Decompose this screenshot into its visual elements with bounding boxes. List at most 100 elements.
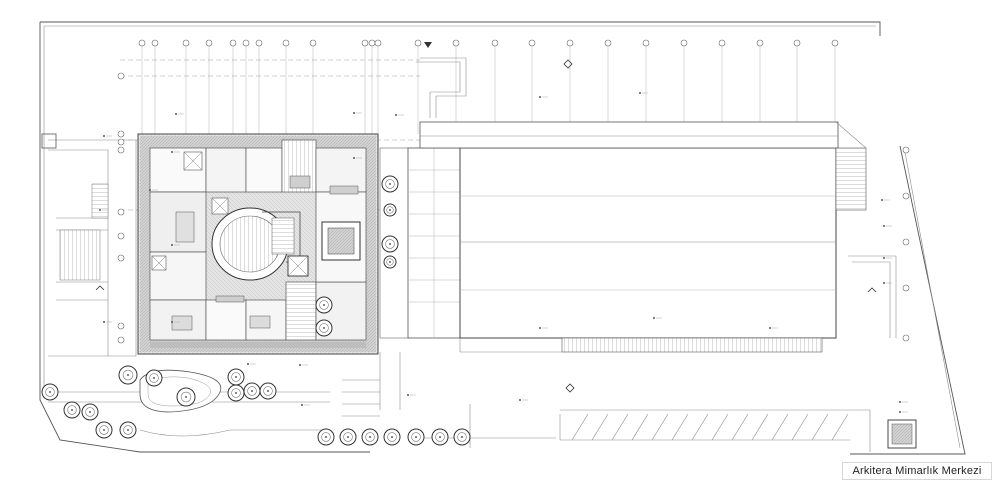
trees [41,175,471,446]
parking-stripe [711,413,729,441]
annotation-dot [883,225,885,227]
annotation-dot [395,114,397,116]
annotation-dot [639,92,641,94]
tree-icon [145,369,163,387]
grid-bubble [309,39,317,47]
grid-bubble [718,39,726,47]
grid-bubble [117,208,125,216]
annotation-dot [175,113,177,115]
grid-bubble [374,39,382,47]
parking-stripe [611,413,629,441]
tree-icon [227,368,245,386]
annotation-marks [99,92,908,413]
grid-bubble [117,232,125,240]
parking-stripe [571,413,589,441]
tree-icon [381,175,399,193]
annotation-dot [171,151,173,153]
tree-icon [81,403,99,421]
tree-icon [383,255,397,269]
annotation-dot [103,135,105,137]
tree-icon [118,365,138,385]
annotation-dot [171,321,173,323]
grid-bubble [368,39,376,47]
tree-icon [63,401,81,419]
grid-markers-left [117,72,910,344]
grid-bubble [902,238,910,246]
parking-stripe [631,413,649,441]
tree-icon [119,421,137,439]
tree-icon [381,235,399,253]
annotation-dot [883,282,885,284]
section-markers [95,42,877,393]
annotation-dot [99,209,101,211]
annotation-dot [299,364,301,366]
left-stairs [41,133,109,281]
grid-bubble [255,39,263,47]
parking-stripe [731,413,749,441]
tree-icon [317,428,335,446]
parking-stripe [591,413,609,441]
grid-bubble [491,39,499,47]
grid-bubble [642,39,650,47]
parking-stripe [651,413,669,441]
parking-stripe [831,413,849,441]
tree-icon [339,428,357,446]
tree-icon [431,428,449,446]
annotation-dot [353,112,355,114]
parking-stripe [751,413,769,441]
grid-bubble [117,254,125,262]
parking-stripe [791,413,809,441]
tree-icon [453,428,471,446]
tree-icon [407,428,425,446]
grid-bubble [831,39,839,47]
grid-bubble [756,39,764,47]
grid-bubble [117,146,125,154]
annotation-dot [899,401,901,403]
grid-bubble [138,39,146,47]
grid-bubble [117,130,125,138]
grid-bubble [902,192,910,200]
grid-bubble [680,39,688,47]
tree-icon [41,383,59,401]
main-building [137,133,379,355]
parking-stripe [671,413,689,441]
grid-bubble [902,146,910,154]
annotation-dot [539,96,541,98]
site-boundary [39,21,966,455]
annotation-dot [353,157,355,159]
grid-bubble [282,39,290,47]
tree-icon [315,296,333,314]
annotation-dot [301,404,303,406]
annotation-dot [653,317,655,319]
tree-icon [95,421,113,439]
grid-bubble [117,322,125,330]
annotation-dot [247,363,249,365]
grid-bubble [793,39,801,47]
annotation-dot [899,411,901,413]
grid-bubble [229,39,237,47]
grid-bubble [117,336,125,344]
parking-stripe [691,413,709,441]
grid-bubble [452,39,460,47]
exhibition-hall [379,121,897,353]
tree-icon [243,382,261,400]
tree-icon [227,384,245,402]
parking-stripe [811,413,829,441]
annotation-dot [883,257,885,259]
parking-stripe [771,413,789,441]
tree-icon [259,382,277,400]
parking-stripes [571,413,849,441]
annotation-dot [519,399,521,401]
grid-bubble [361,39,369,47]
tree-icon [315,319,333,337]
grid-bubble [414,39,422,47]
grid-bubble [151,39,159,47]
annotation-dot [103,321,105,323]
grid-bubble [604,39,612,47]
annotation-dot [769,327,771,329]
grid-bubble [117,72,125,80]
grid-bubble [182,39,190,47]
grid-bubble [117,138,125,146]
annotation-dot [407,394,409,396]
